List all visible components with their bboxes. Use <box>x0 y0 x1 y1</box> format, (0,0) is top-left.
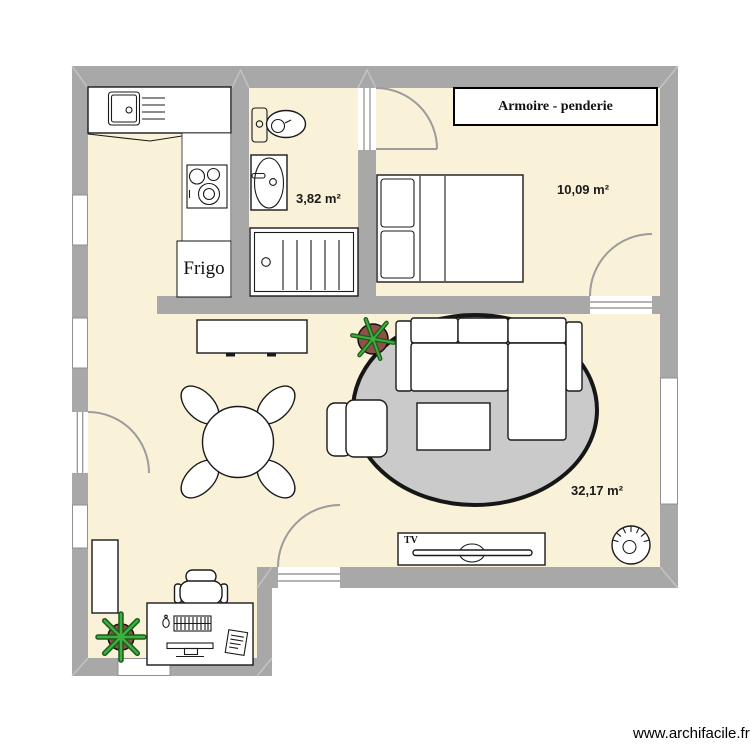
living-room <box>180 313 651 566</box>
office-corner <box>91 539 254 666</box>
desk <box>146 602 254 666</box>
cooktop-icon <box>186 164 228 209</box>
living-area-label: 32,17 m² <box>571 483 624 498</box>
toilet-icon <box>251 107 307 143</box>
watermark: www.archifacile.fr <box>633 725 750 742</box>
kitchen-sink-icon <box>107 91 165 126</box>
kitchen-worktop <box>181 132 232 242</box>
wall-left <box>72 66 88 676</box>
wall-step <box>257 567 272 676</box>
monitor-icon <box>166 642 214 658</box>
windows <box>72 194 678 676</box>
bedroom-area-label: 10,09 m² <box>557 182 610 197</box>
armchair <box>326 399 388 458</box>
wall-top <box>72 66 678 88</box>
wall-right <box>660 66 678 588</box>
window-right <box>660 377 678 505</box>
bedroom-door-arc <box>589 233 653 297</box>
wall-corner-miters <box>71 65 679 677</box>
living-room-door-arc <box>277 504 341 568</box>
tv-screen <box>412 549 533 557</box>
wall-interior-horizontal <box>157 296 660 314</box>
bathroom-area-label: 3,82 m² <box>296 191 341 206</box>
notepad-icon <box>224 629 249 657</box>
bedroom <box>376 174 524 283</box>
sofa-chaise <box>507 342 567 441</box>
keyboard-icon <box>173 615 212 632</box>
bookshelf <box>91 539 119 614</box>
bathroom <box>249 107 359 297</box>
entrance-door-arc <box>87 411 150 474</box>
office-chair <box>173 569 229 605</box>
shower-icon <box>249 227 359 297</box>
wall-kitchen-bathroom <box>232 88 249 314</box>
speaker-icon <box>611 525 651 565</box>
kitchen-counter <box>87 86 232 134</box>
fridge <box>176 240 232 298</box>
tv-stand <box>397 532 546 566</box>
wardrobe-label: Armoire - penderie <box>498 98 613 114</box>
entrance-door <box>72 411 150 474</box>
bathroom-door-arc <box>375 87 438 150</box>
sofa <box>395 317 583 441</box>
sideboard <box>196 319 308 357</box>
kitchen <box>87 86 232 298</box>
window-left-1 <box>72 194 88 246</box>
dining-table <box>201 405 275 479</box>
pillow <box>380 230 415 279</box>
mouse-icon <box>162 614 170 629</box>
dining-set <box>180 385 296 499</box>
wardrobe: Armoire - penderie <box>453 87 658 126</box>
potted-plant-living <box>350 317 396 361</box>
tv-label: TV <box>404 535 418 546</box>
fridge-label: Frigo <box>183 258 225 279</box>
washbasin-icon <box>250 154 288 211</box>
living-room-door <box>277 504 341 588</box>
bedroom-door <box>589 233 653 314</box>
bed-icon <box>376 174 524 283</box>
bathroom-door <box>358 87 438 150</box>
window-left-3 <box>72 504 88 549</box>
coffee-table <box>416 402 491 451</box>
wall-bottom-right <box>257 567 678 588</box>
potted-plant-office <box>95 611 147 663</box>
pillow <box>380 178 415 228</box>
window-left-2 <box>72 317 88 369</box>
doors <box>72 87 653 588</box>
worktop-edge-lines <box>87 133 183 142</box>
